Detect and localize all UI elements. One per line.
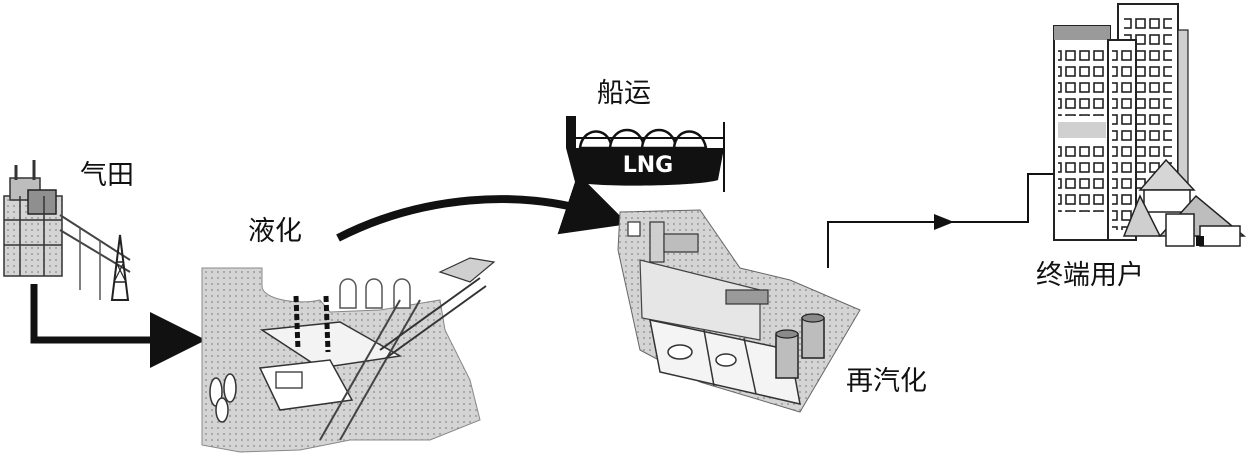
gas-field-rig-icon [3, 160, 131, 301]
gas-field-label: 气田 [80, 160, 134, 191]
shipping-label: 船运 [597, 78, 651, 109]
enduser-connector-line [944, 173, 1054, 223]
liquefaction-to-shipping-arrow [336, 173, 629, 242]
regasification-to-enduser-arrow [827, 214, 954, 268]
regasification-label: 再汽化 [846, 366, 927, 397]
city-buildings-icon [1053, 3, 1247, 247]
lng-ship-icon: LNG [566, 116, 725, 192]
regasification-terminal-icon [617, 209, 861, 413]
end-user-label: 终端用户 [1036, 260, 1144, 291]
lng-ship-text: LNG [623, 153, 674, 178]
field-to-liquefaction-arrow [30, 284, 206, 368]
liquefaction-plant-icon [201, 257, 496, 453]
liquefaction-label: 液化 [248, 216, 302, 247]
